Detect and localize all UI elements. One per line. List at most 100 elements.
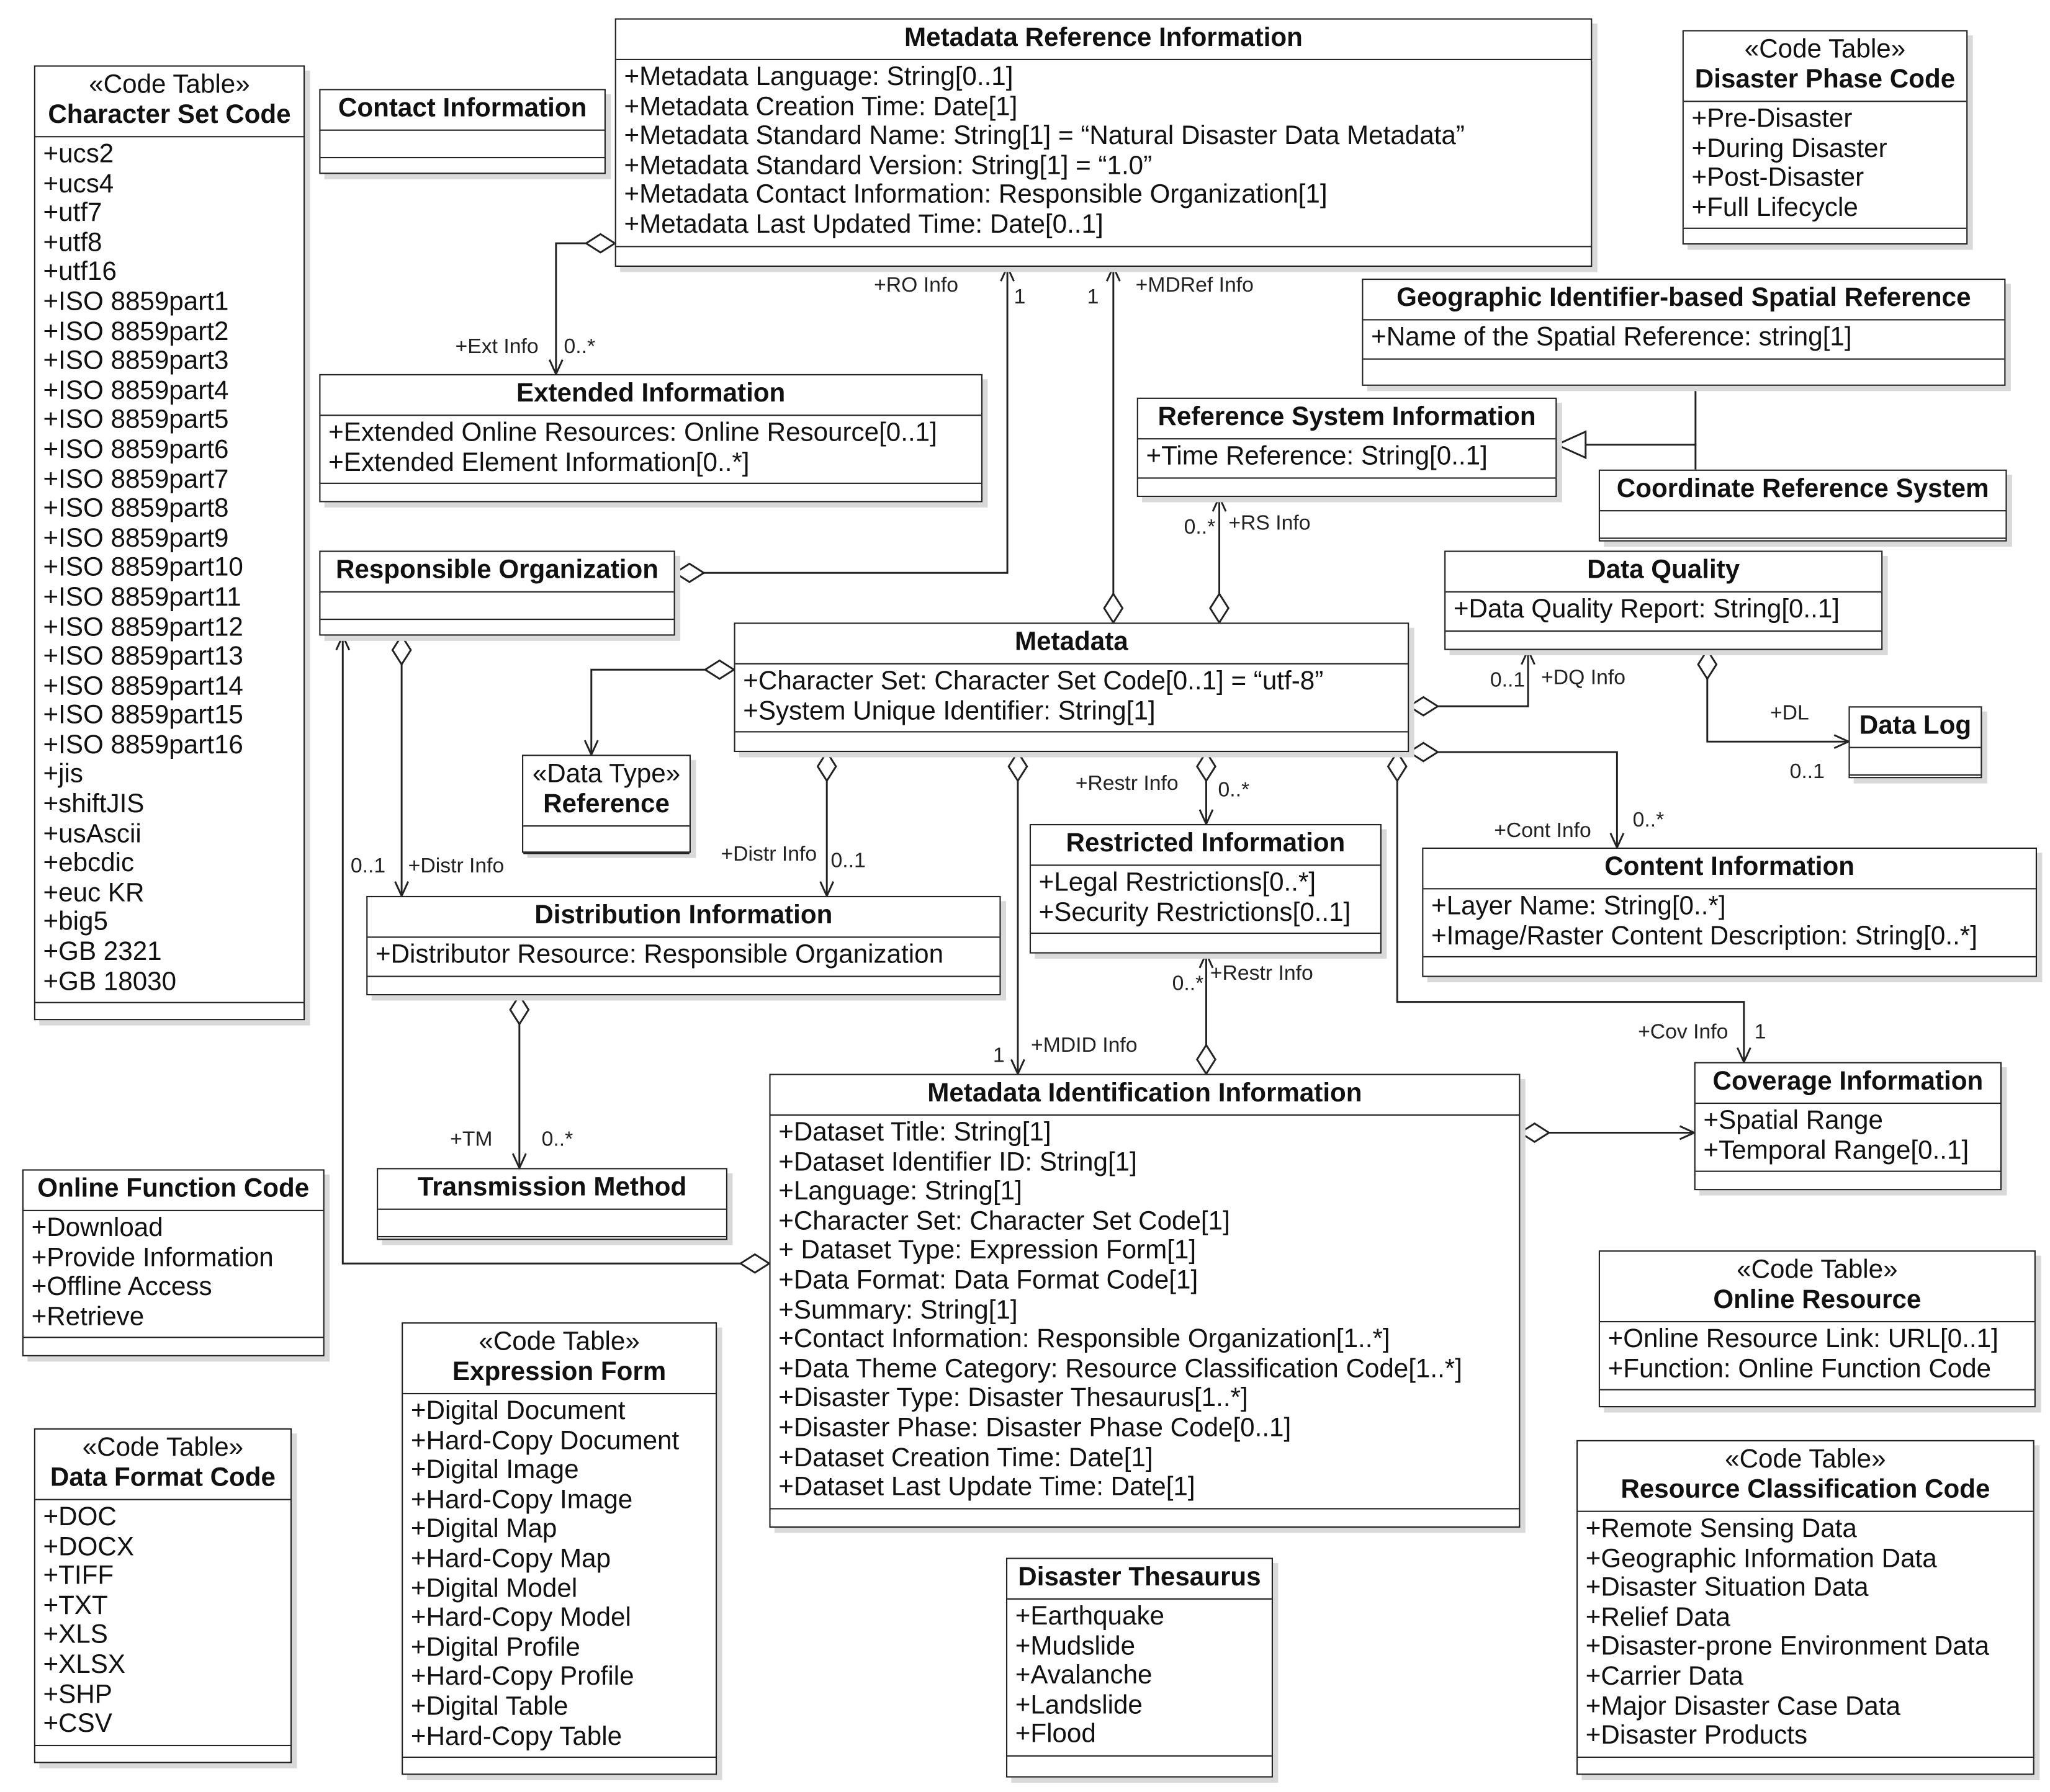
class-stereotype: «Code Table» <box>89 70 250 100</box>
class-attributes: +Data Quality Report: String[0..1] <box>1445 593 1882 632</box>
class-name: Coordinate Reference System <box>1616 475 1989 504</box>
dq-datalog-aggregation-diamond <box>1697 648 1718 681</box>
class-attribute: +Mudslide <box>1015 1631 1136 1661</box>
class-attribute: +Extended Element Information[0..*] <box>328 448 750 477</box>
resporg-mdref-aggregation-diamond <box>673 562 706 583</box>
metadata-cov-arrowhead <box>1736 1047 1751 1065</box>
class-exprform: «Code Table»Expression Form+Digital Docu… <box>402 1322 717 1775</box>
class-name: Content Information <box>1604 853 1855 882</box>
class-name: Restricted Information <box>1066 829 1346 858</box>
class-distribution: Distribution Information +Distributor Res… <box>366 895 1001 996</box>
class-attribute: +Earthquake <box>1015 1602 1164 1631</box>
class-operations <box>1445 631 1881 640</box>
mdref-ext-aggregation-diamond <box>584 233 617 254</box>
class-header: «Code Table»Data Format Code <box>35 1430 290 1500</box>
class-attribute: +shiftJIS <box>43 790 145 819</box>
class-attribute: +Hard-Copy Model <box>410 1603 631 1633</box>
class-attributes <box>1599 511 2006 539</box>
class-attribute: +Distributor Resource: Responsible Organ… <box>375 940 944 969</box>
class-onlineres: «Code Table»Online Resource+Online Resou… <box>1598 1250 2036 1408</box>
class-operations <box>1031 934 1380 943</box>
class-attribute: +CSV <box>43 1709 112 1739</box>
class-attribute: +Major Disaster Case Data <box>1585 1691 1901 1721</box>
class-attribute: +Avalanche <box>1015 1661 1153 1690</box>
class-operations <box>1850 776 1981 785</box>
class-attributes: +Extended Online Resources: Online Resou… <box>320 416 981 485</box>
class-stereotype: «Code Table» <box>479 1327 640 1356</box>
class-attribute: +Metadata Standard Version: String[1] = … <box>624 151 1153 181</box>
class-attribute: +Name of the Spatial Reference: string[1… <box>1371 323 1852 352</box>
class-attribute: +Hard-Copy Image <box>410 1485 633 1515</box>
dq-datalog-arrowhead <box>1833 734 1851 750</box>
distr-tm-aggregation-diamond <box>509 993 530 1026</box>
class-attribute: +ISO 8859part6 <box>43 435 229 465</box>
metadata-dq-aggregation-diamond <box>1407 696 1440 717</box>
association-label-cov-info: +Cov Info <box>1638 1021 1729 1044</box>
class-name: Distribution Information <box>534 901 833 930</box>
class-name: Reference System Information <box>1158 403 1536 432</box>
class-attribute: +Time Reference: String[0..1] <box>1146 442 1488 471</box>
class-attribute: +ISO 8859part5 <box>43 406 229 435</box>
class-attribute: +ISO 8859part2 <box>43 317 229 346</box>
association-label-restr-info-top: +Restr Info <box>1075 773 1179 795</box>
class-attribute: +Dataset Last Update Time: Date[1] <box>778 1472 1195 1502</box>
class-attribute: +ISO 8859part1 <box>43 287 229 317</box>
class-attribute: +Digital Table <box>410 1692 569 1721</box>
resporg-mdref-association-line <box>704 267 1009 574</box>
association-label-mult-1-a: 1 <box>1014 286 1026 309</box>
class-operations <box>1684 230 1966 239</box>
class-attributes: +Online Resource Link: URL[0..1]+Functio… <box>1599 1322 2034 1391</box>
class-attribute: +Disaster Products <box>1585 1721 1808 1750</box>
class-operations <box>735 733 1408 742</box>
class-attribute: +ISO 8859part7 <box>43 465 229 494</box>
mdref-ext-association-line <box>555 242 587 374</box>
class-attribute: +Digital Map <box>410 1515 557 1544</box>
class-attribute: +Language: String[1] <box>778 1177 1022 1206</box>
metadata-content-arrowhead <box>1609 833 1625 850</box>
class-header: Data Log <box>1850 707 1981 748</box>
metadata-ref-arrowhead <box>583 740 599 757</box>
class-attribute: +Digital Image <box>410 1456 579 1485</box>
class-attribute: +DOC <box>43 1502 117 1532</box>
class-attribute: +Flood <box>1015 1720 1096 1750</box>
class-attribute: +ISO 8859part8 <box>43 495 229 524</box>
class-header: «Code Table»Online Resource <box>1599 1252 2034 1323</box>
metadata-ref-association-line <box>590 668 706 755</box>
class-attributes: +Download+Provide Information+Offline Ac… <box>23 1211 323 1339</box>
class-name: Responsible Organization <box>335 555 659 585</box>
association-label-dl-mult: 0..1 <box>1789 761 1825 784</box>
class-operations <box>523 854 690 863</box>
class-attribute: +ucs4 <box>43 169 114 199</box>
class-attribute: +Online Resource Link: URL[0..1] <box>1607 1325 1998 1354</box>
class-attribute: +Disaster Situation Data <box>1585 1574 1869 1603</box>
class-stereotype: «Data Type» <box>532 759 681 789</box>
class-attribute: +Hard-Copy Map <box>410 1544 611 1574</box>
class-name: Resource Classification Code <box>1621 1475 1990 1505</box>
class-thesaurus: Disaster Thesaurus+Earthquake+Mudslide+A… <box>1005 1557 1273 1778</box>
class-attribute: +big5 <box>43 908 108 938</box>
metadata-distr-aggregation-diamond <box>816 750 837 783</box>
association-label-distr-info-mid: +Distr Info <box>721 843 817 866</box>
class-attributes: +Distributor Resource: Responsible Organ… <box>367 938 1000 977</box>
class-attributes: +ucs2+ucs4+utf7+utf8+utf16+ISO 8859part1… <box>35 137 304 1004</box>
class-attribute: +Temporal Range[0..1] <box>1703 1136 1969 1165</box>
class-attribute: +Extended Online Resources: Online Resou… <box>328 418 937 447</box>
association-label-tm-mult: 0..* <box>541 1129 573 1151</box>
association-label-ro-mult: 0..1 <box>350 855 386 878</box>
class-name: Online Resource <box>1713 1286 1922 1315</box>
association-label-mdref-info: +MDRef Info <box>1135 274 1254 297</box>
class-attribute: +DOCX <box>43 1532 134 1561</box>
class-name: Data Quality <box>1587 555 1740 585</box>
class-attribute: +System Unique Identifier: String[1] <box>743 696 1156 726</box>
class-attribute: +Geographic Information Data <box>1585 1544 1937 1573</box>
class-attribute: +Full Lifecycle <box>1691 193 1858 222</box>
class-metadata: Metadata+Character Set: Character Set Co… <box>734 622 1409 753</box>
class-attributes <box>320 131 605 159</box>
class-operations <box>1007 1757 1272 1766</box>
class-header: Content Information <box>1423 849 2036 890</box>
class-header: Geographic Identifier-based Spatial Refe… <box>1363 280 2005 321</box>
association-label-ext-info: +Ext Info <box>455 336 539 359</box>
class-attributes: +Character Set: Character Set Code[0..1]… <box>735 665 1408 733</box>
class-attribute: +ISO 8859part3 <box>43 346 229 376</box>
class-header: Contact Information <box>320 90 605 131</box>
